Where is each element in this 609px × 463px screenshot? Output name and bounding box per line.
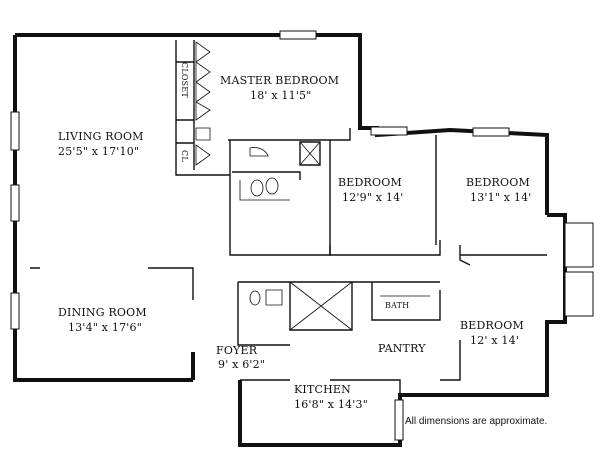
bedroom-1-dims: 12'9" x 14' — [342, 191, 404, 204]
living-room-label: LIVING ROOM — [58, 130, 144, 143]
master-bedroom-label: MASTER BEDROOM — [220, 74, 339, 87]
bedroom-3-dims: 12' x 14' — [470, 334, 519, 347]
dining-room-dims: 13'4" x 17'6" — [68, 321, 142, 334]
interior-walls — [30, 40, 547, 395]
windows — [10, 30, 594, 441]
foyer-dims: 9' x 6'2" — [218, 358, 265, 371]
kitchen-label: KITCHEN — [294, 383, 351, 396]
closet-label: CLOSET — [180, 62, 189, 98]
room-labels: LIVING ROOM 25'5" x 17'10" DINING ROOM 1… — [58, 62, 532, 411]
master-bedroom-dims: 18' x 11'5" — [250, 89, 312, 102]
dining-room-label: DINING ROOM — [58, 306, 147, 319]
foyer-label: FOYER — [216, 344, 258, 357]
bedroom-2-dims: 13'1" x 14' — [470, 191, 532, 204]
bedroom-3-label: BEDROOM — [460, 319, 524, 332]
bath-label: BATH — [385, 301, 409, 310]
pantry-label: PANTRY — [378, 342, 426, 355]
closet-short-label: CL — [180, 150, 189, 162]
kitchen-dims: 16'8" x 14'3" — [294, 398, 368, 411]
approximate-dimensions-note: All dimensions are approximate. — [405, 416, 547, 427]
bedroom-2-label: BEDROOM — [466, 176, 530, 189]
living-room-dims: 25'5" x 17'10" — [58, 145, 139, 158]
bedroom-1-label: BEDROOM — [338, 176, 402, 189]
